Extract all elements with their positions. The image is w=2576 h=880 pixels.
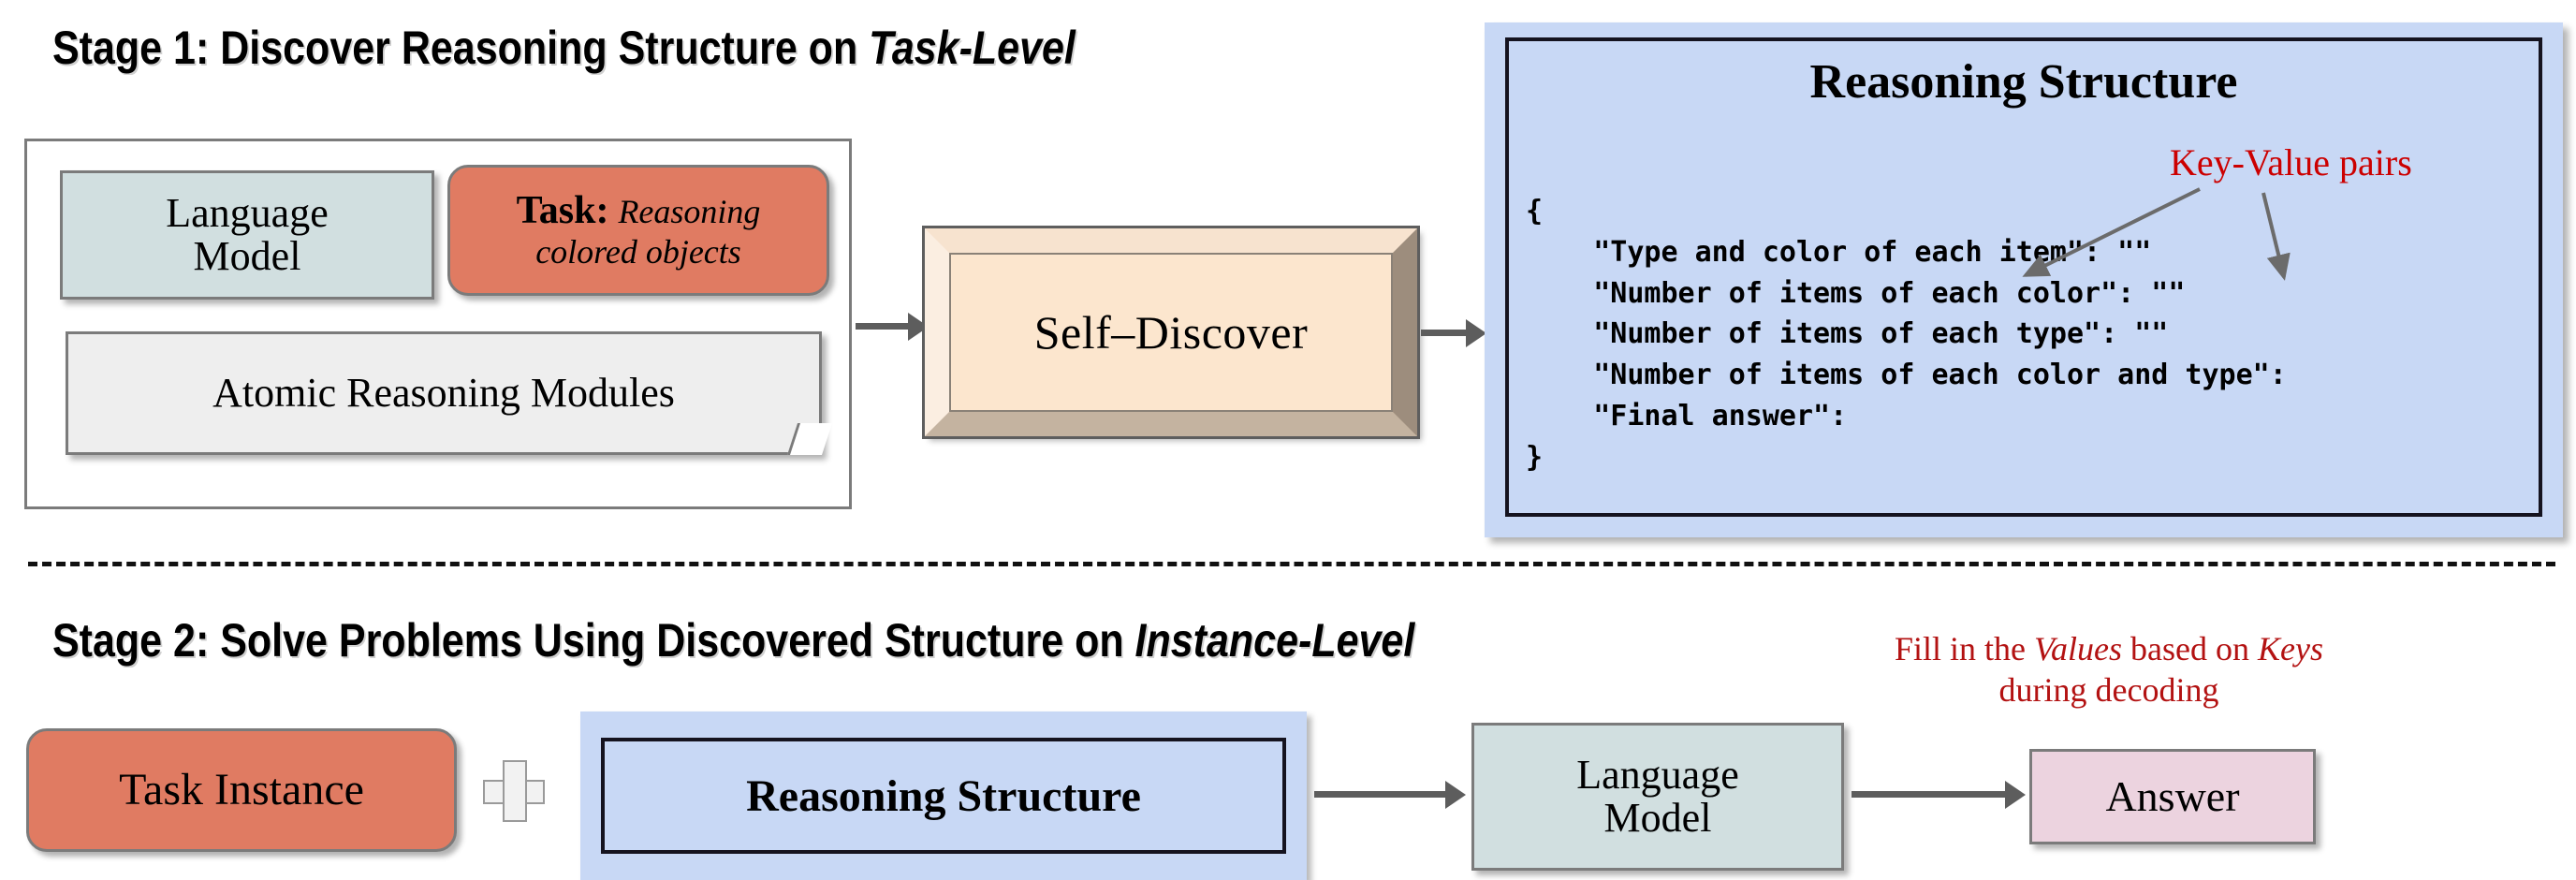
- reasoning-structure-title: Reasoning Structure: [1809, 55, 2238, 109]
- task-box-text: Task: Reasoning colored objects: [517, 190, 761, 271]
- task-box-value: Reasoning colored objects: [535, 192, 761, 271]
- reasoning-structure-code: { "Type and color of each item": "" "Num…: [1526, 195, 2287, 474]
- arrow-structure-to-languagemodel: [1314, 791, 1447, 798]
- task-box[interactable]: Task: Reasoning colored objects: [447, 165, 829, 296]
- reasoning-structure-label-stage2-border: Reasoning Structure: [601, 738, 1286, 854]
- answer-box[interactable]: Answer: [2029, 749, 2316, 844]
- reasoning-structure-border: [1505, 37, 2542, 517]
- stage2-heading-emphasis: Instance-Level: [1134, 614, 1415, 667]
- plus-icon: [483, 760, 545, 822]
- stage2-heading: Stage 2: Solve Problems Using Discovered…: [52, 613, 1414, 667]
- language-model-label: Language Model: [166, 189, 329, 279]
- reasoning-structure-label-stage2: Reasoning Structure: [746, 770, 1141, 821]
- language-model-box-stage2[interactable]: Language Model: [1471, 723, 1844, 871]
- fill-note-part1: Fill in the: [1895, 630, 2035, 667]
- fill-note-values: Values: [2034, 630, 2123, 667]
- fill-values-note: Fill in the Values based on Keys during …: [1889, 629, 2329, 711]
- plus-icon-vertical: [503, 760, 527, 822]
- fill-note-part3: during decoding: [1998, 670, 2219, 709]
- arrow-inputs-to-selfdiscover: [856, 323, 910, 330]
- self-discover-inner: Self–Discover: [949, 253, 1393, 412]
- key-value-pointer-arrows: [2022, 187, 2291, 281]
- arrow-selfdiscover-to-structure: [1421, 330, 1468, 336]
- atomic-reasoning-modules-box[interactable]: Atomic Reasoning Modules: [66, 331, 833, 455]
- stage1-heading: Stage 1: Discover Reasoning Structure on…: [52, 21, 1076, 75]
- stage1-heading-prefix: Stage 1: Discover Reasoning Structure on: [52, 22, 870, 74]
- reasoning-structure-box-stage2[interactable]: Reasoning Structure: [580, 711, 1307, 880]
- task-instance-box[interactable]: Task Instance: [26, 728, 457, 852]
- stage2-heading-prefix: Stage 2: Solve Problems Using Discovered…: [52, 614, 1135, 667]
- reasoning-structure-panel[interactable]: Reasoning Structure { "Type and color of…: [1485, 22, 2563, 537]
- task-instance-label: Task Instance: [119, 764, 364, 814]
- fill-note-keys: Keys: [2258, 630, 2323, 667]
- self-discover-box[interactable]: Self–Discover: [922, 226, 1420, 439]
- task-box-label: Task:: [516, 188, 609, 232]
- self-discover-label: Self–Discover: [1033, 306, 1309, 359]
- answer-label: Answer: [2105, 771, 2240, 820]
- stage-divider: [28, 562, 2555, 566]
- stage1-heading-emphasis: Task-Level: [869, 22, 1076, 74]
- language-model-box-stage1[interactable]: Language Model: [60, 170, 434, 300]
- atomic-reasoning-modules-label: Atomic Reasoning Modules: [212, 369, 675, 416]
- key-value-pairs-annotation: Key-Value pairs: [2170, 141, 2412, 183]
- fill-note-part2: based on: [2122, 630, 2258, 667]
- arrow-languagemodel-to-answer: [1852, 791, 2007, 798]
- language-model-label-stage2: Language Model: [1576, 751, 1739, 841]
